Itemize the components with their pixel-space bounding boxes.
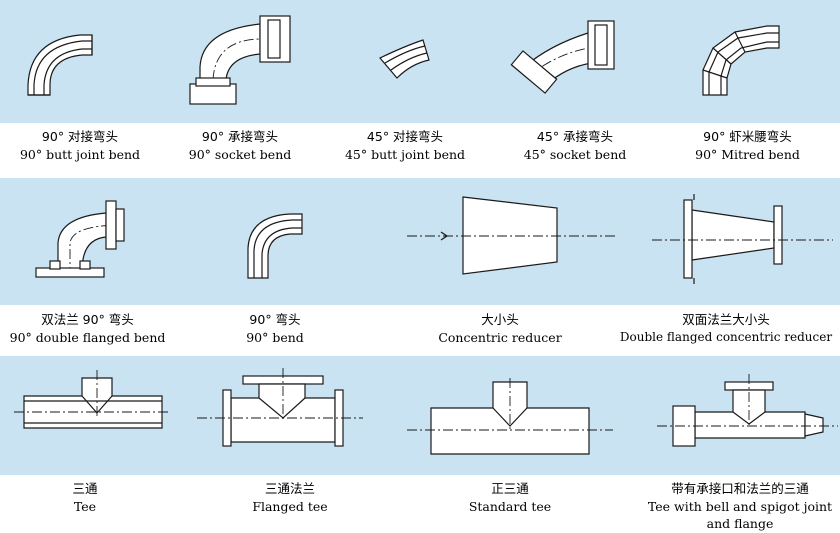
caption-en: Tee bbox=[73, 499, 97, 514]
caption-en: Standard tee bbox=[468, 499, 552, 514]
caption-en: 90° double flanged bend bbox=[9, 330, 166, 345]
caption-zh: 双法兰 90° 弯头 bbox=[41, 312, 134, 327]
flanged-tee-figure bbox=[197, 368, 363, 447]
caption-double-flanged-concentric-reducer: 双面法兰大小头 Double flanged concentric reduce… bbox=[612, 311, 840, 346]
caption-en: Concentric reducer bbox=[438, 330, 562, 345]
caption-zh: 正三通 bbox=[491, 481, 529, 496]
socket-bend-90-figure bbox=[189, 15, 291, 105]
caption-en-line-2: and flange bbox=[706, 516, 774, 531]
double-flanged-bend-90-figure bbox=[35, 200, 125, 278]
caption-zh: 90° 弯头 bbox=[249, 312, 301, 327]
caption-zh: 带有承接口和法兰的三通 bbox=[671, 481, 809, 496]
caption-zh: 90° 虾米腰弯头 bbox=[703, 129, 792, 144]
caption-socket-bend-45: 45° 承接弯头 45° socket bend bbox=[495, 128, 655, 163]
mitred-bend-90-figure bbox=[702, 25, 780, 96]
caption-zh: 大小头 bbox=[481, 312, 519, 327]
caption-flanged-tee: 三通法兰 Flanged tee bbox=[215, 480, 365, 515]
butt-joint-bend-45-figure bbox=[379, 39, 430, 79]
socket-bend-45-figure bbox=[510, 20, 615, 94]
caption-en: Flanged tee bbox=[252, 499, 328, 514]
caption-zh: 三通法兰 bbox=[264, 481, 315, 496]
tee-figure bbox=[14, 370, 170, 429]
caption-zh: 45° 承接弯头 bbox=[536, 129, 614, 144]
caption-en: 90° bend bbox=[246, 330, 304, 345]
caption-en: Double flanged concentric reducer bbox=[619, 330, 833, 344]
caption-standard-tee: 正三通 Standard tee bbox=[430, 480, 590, 515]
butt-joint-bend-90-figure bbox=[27, 34, 93, 96]
caption-en: Tee with bell and spigot joint bbox=[647, 499, 833, 514]
caption-en: 45° socket bend bbox=[523, 147, 627, 162]
caption-en: 90° butt joint bend bbox=[19, 147, 141, 162]
caption-zh: 双面法兰大小头 bbox=[682, 312, 770, 327]
caption-zh: 三通 bbox=[72, 481, 98, 496]
caption-concentric-reducer: 大小头 Concentric reducer bbox=[410, 311, 590, 346]
caption-socket-bend-90: 90° 承接弯头 90° socket bend bbox=[160, 128, 320, 163]
caption-bend-90: 90° 弯头 90° bend bbox=[210, 311, 340, 346]
caption-en: 90° socket bend bbox=[188, 147, 292, 162]
caption-zh: 45° 对接弯头 bbox=[366, 129, 444, 144]
double-flanged-concentric-reducer-figure bbox=[652, 194, 833, 284]
caption-butt-joint-bend-90: 90° 对接弯头 90° butt joint bend bbox=[0, 128, 160, 163]
caption-zh: 90° 对接弯头 bbox=[41, 129, 119, 144]
caption-butt-joint-bend-45: 45° 对接弯头 45° butt joint bend bbox=[325, 128, 485, 163]
caption-zh: 90° 承接弯头 bbox=[201, 129, 279, 144]
standard-tee-figure bbox=[407, 378, 613, 455]
caption-tee-bell-spigot-flange: 带有承接口和法兰的三通 Tee with bell and spigot joi… bbox=[640, 480, 840, 532]
caption-tee: 三通 Tee bbox=[20, 480, 150, 515]
caption-mitred-bend-90: 90° 虾米腰弯头 90° Mitred bend bbox=[665, 128, 830, 163]
caption-double-flanged-bend-90: 双法兰 90° 弯头 90° double flanged bend bbox=[0, 311, 175, 346]
caption-en: 45° butt joint bend bbox=[344, 147, 466, 162]
caption-en: 90° Mitred bend bbox=[695, 147, 800, 162]
bend-90-figure bbox=[247, 213, 303, 279]
concentric-reducer-figure bbox=[407, 196, 618, 275]
tee-bell-spigot-flange-figure bbox=[657, 374, 838, 447]
